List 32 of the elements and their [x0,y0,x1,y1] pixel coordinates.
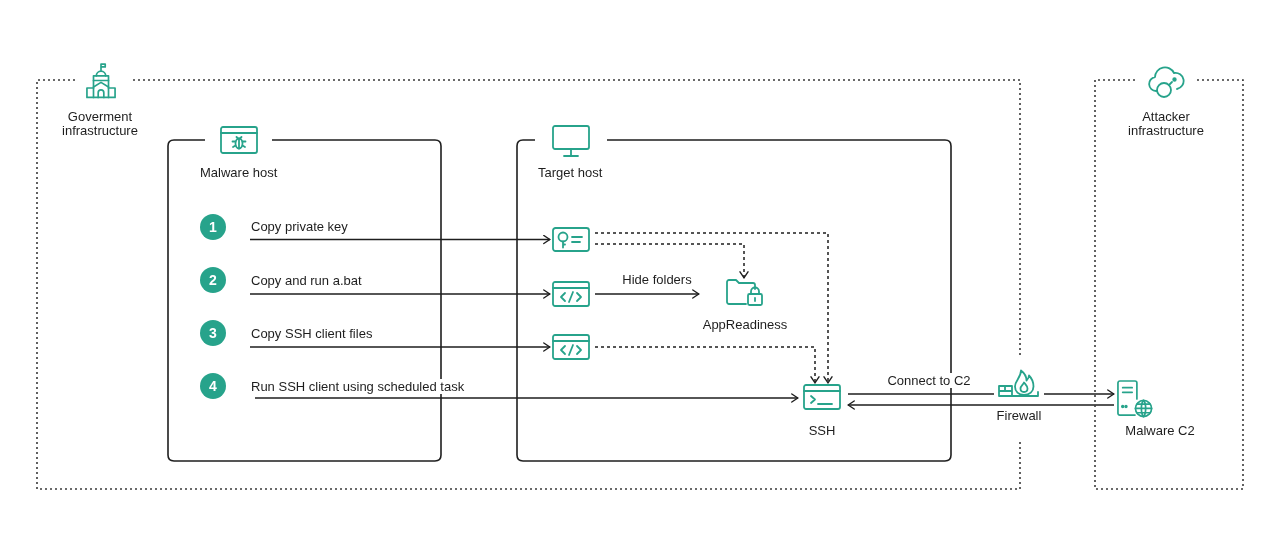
arrow [249,289,551,299]
step-number: 4 [200,373,226,399]
step-number: 3 [200,320,226,346]
edge-label: Copy private key [250,219,349,234]
arrow [594,289,700,299]
edge-label: Hide folders [621,272,693,287]
host-label: Target host [538,166,603,180]
arrow [254,393,799,403]
node-label: SSH [808,424,836,438]
arrow [249,234,551,245]
dashed-arrow [594,346,820,384]
connector-line [847,393,995,395]
node-caption: Firewall [996,409,1042,423]
arrow [249,342,551,352]
edge-label: Run SSH client using scheduled task [250,379,466,394]
zone-label: Goverment infrastructure [61,110,139,138]
dashed-arrow [594,243,749,279]
zone-label: Attacker infrastructure [1127,110,1205,138]
key-card-icon [552,227,590,252]
edge-label: Copy SSH client files [250,326,374,341]
node-label: AppReadiness [702,318,788,332]
step-number: 2 [200,267,226,293]
edge-label: Connect to C2 [886,373,972,388]
code-window-icon [552,334,590,360]
arrow [847,400,1115,410]
arrow [1043,389,1115,399]
step-number: 1 [200,214,226,240]
host-label: Malware host [200,166,278,180]
code-window-icon [552,281,590,307]
node-label: Malware C2 [1125,424,1195,438]
dashed-arrow [594,232,833,384]
edge-label: Copy and run a.bat [250,273,363,288]
